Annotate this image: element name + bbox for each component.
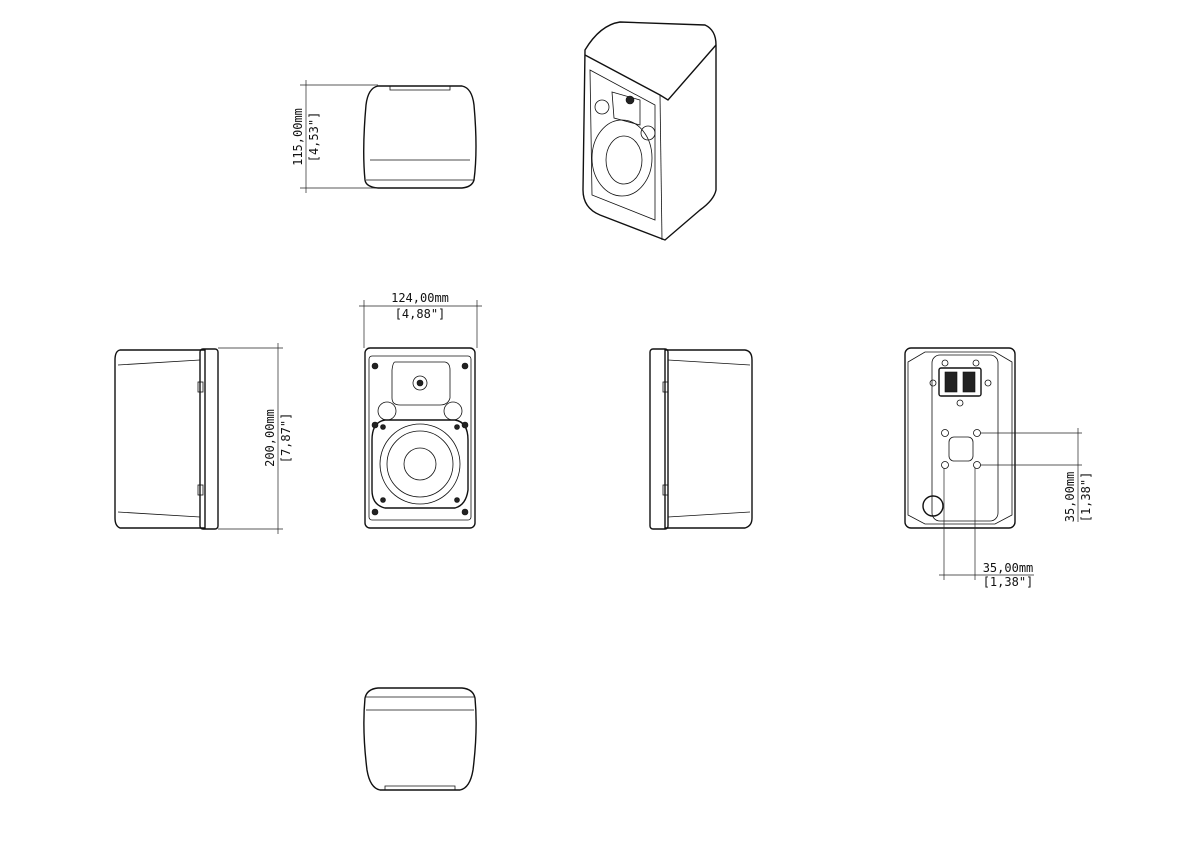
width-dimension: 124,00mm [4,88"] (359, 291, 482, 348)
depth-inch-label: [4,53"] (307, 112, 321, 163)
width-mm-label: 124,00mm (391, 291, 449, 305)
left-side-view (114, 348, 219, 530)
bottom-view (363, 687, 477, 791)
mount-horizontal-inch-label: [1,38"] (983, 575, 1034, 589)
height-dimension: 200,00mm [7,87"] (218, 343, 293, 534)
top-view (363, 85, 477, 189)
back-view (904, 347, 1016, 529)
depth-dimension: 115,00mm [4,53"] (291, 80, 378, 193)
mount-vertical-inch-label: [1,38"] (1079, 472, 1093, 523)
isometric-view (582, 21, 717, 241)
mount-horizontal-mm-label: 35,00mm (983, 561, 1034, 575)
front-view (364, 347, 476, 529)
depth-mm-label: 115,00mm (291, 108, 305, 166)
width-inch-label: [4,88"] (395, 307, 446, 321)
mount-vertical-mm-label: 35,00mm (1063, 472, 1077, 523)
right-side-view (649, 348, 753, 530)
height-mm-label: 200,00mm (263, 409, 277, 467)
mount-vertical-dimension: 35,00mm [1,38"] (980, 428, 1093, 522)
height-inch-label: [7,87"] (279, 413, 293, 464)
mount-horizontal-dimension: 35,00mm [1,38"] (939, 468, 1034, 589)
